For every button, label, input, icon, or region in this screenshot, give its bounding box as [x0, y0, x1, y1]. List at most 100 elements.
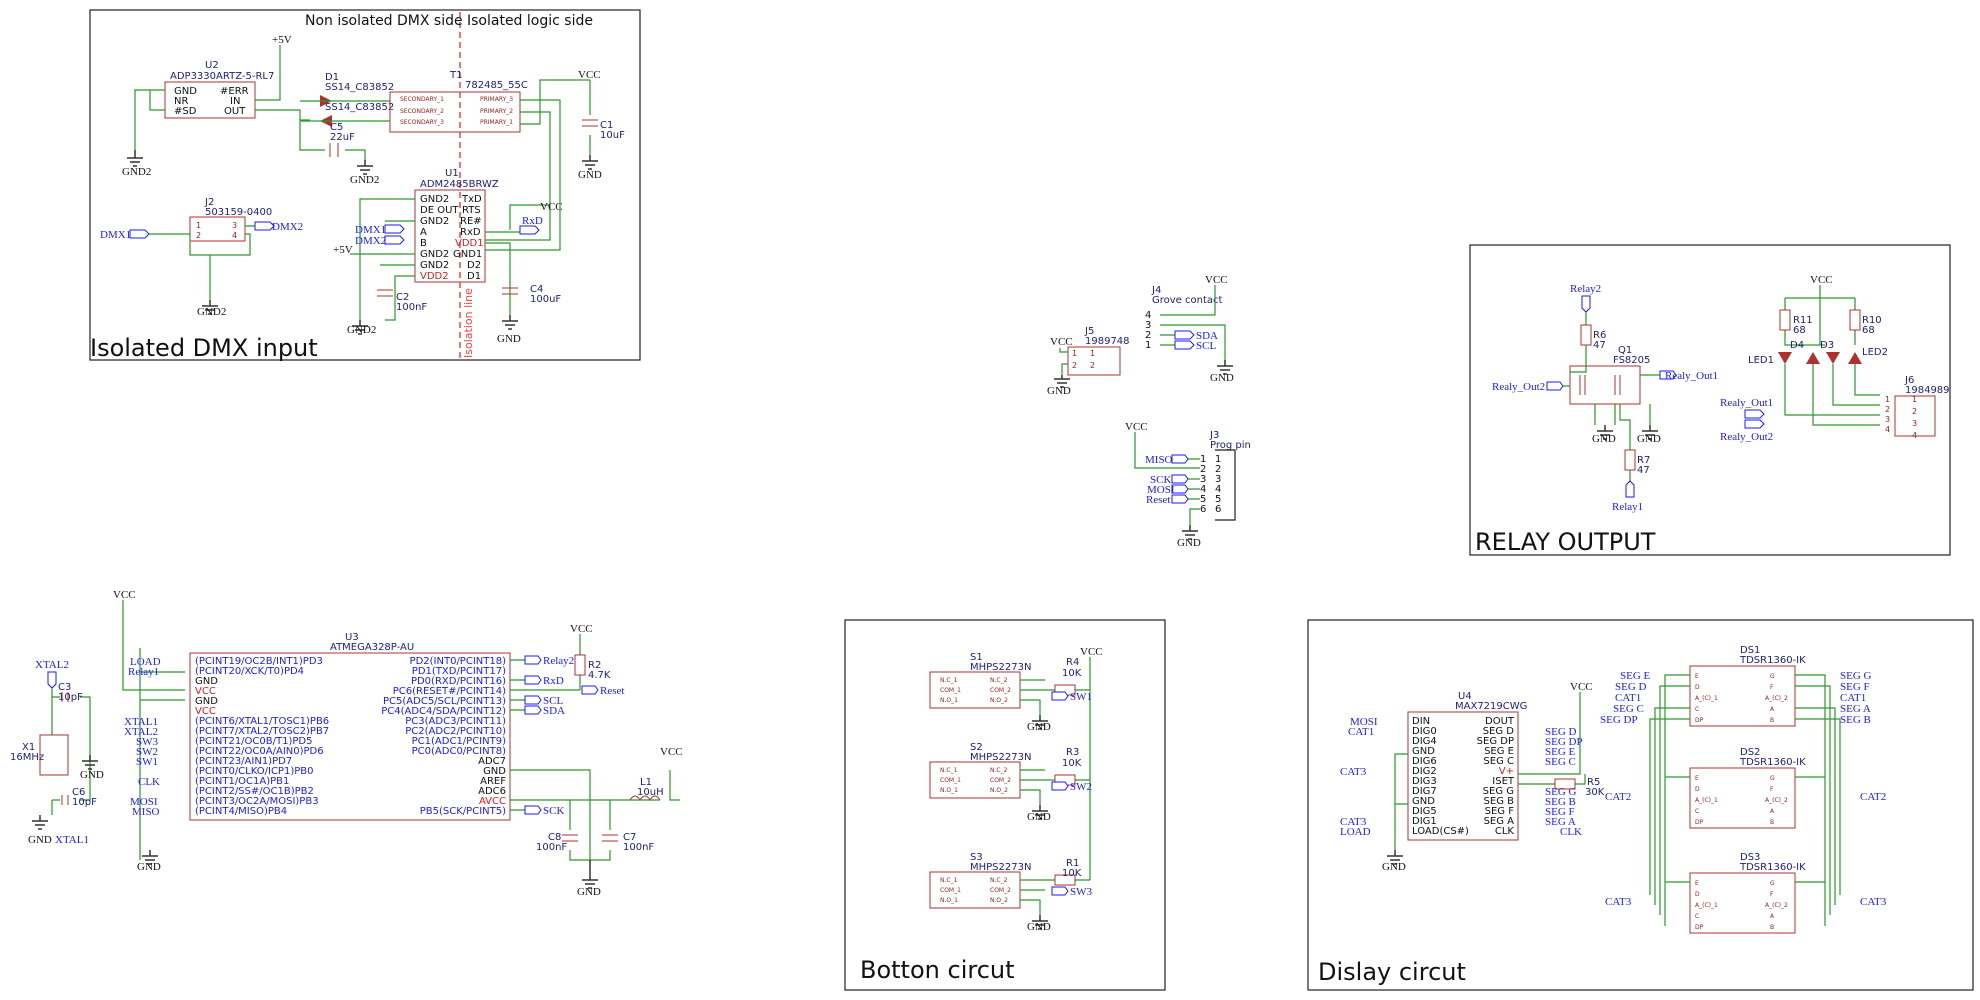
ds1-left-labels: SEG E SEG D CAT1 SEG C SEG DP [1600, 670, 1651, 726]
diode-d3[interactable] [1826, 352, 1840, 364]
transformer-t1[interactable]: T1 782485_55C SECONDARY_1 SECONDARY_2 SE… [389, 70, 528, 133]
relay-out2-label-j6: Realy_Out2 [1720, 431, 1773, 443]
crystal-x1[interactable] [39, 734, 69, 776]
driver-u4[interactable]: U4 MAX7219CWG DIN DIG0 DIG4 GND DIG6 DIG… [1407, 691, 1527, 841]
connector-j3[interactable] [1215, 449, 1236, 521]
s1-pl1: COM_1 [940, 687, 961, 694]
gnd-symbol-q1-a [1597, 425, 1613, 440]
gnd-label-j4: GND [1210, 372, 1234, 384]
display-ds1[interactable]: DS1 TDSR1360-IK E D A_(C)_1 C DP G F A_(… [1689, 645, 1806, 727]
inductor-l1[interactable] [629, 795, 661, 801]
d4-label: D4 [1790, 340, 1804, 351]
u2-5v-label: +5V [272, 34, 292, 46]
cat3-label-ds3-left: CAT3 [1605, 896, 1632, 908]
u4-r2: SEG DP [1477, 736, 1514, 747]
resistor-r10[interactable] [1849, 309, 1861, 331]
load-label-u4: LOAD [1340, 826, 1371, 838]
switch-s3[interactable]: S3 MHPS2273N N.C_1 COM_1 N.O_1 N.C_2 COM… [929, 852, 1031, 909]
sw3-label-mcu: SW3 [136, 736, 159, 748]
relay-out1-flag-q1: Realy_Out1 [1659, 370, 1718, 382]
c8-value: 100nF [536, 842, 567, 853]
ds2-r4: B [1770, 819, 1774, 826]
ds1-r3: A [1770, 706, 1775, 713]
sw2-label-mcu: SW2 [136, 746, 158, 758]
ds3-r4: B [1770, 924, 1774, 931]
u1-r0: TxD [461, 194, 482, 205]
u3-r4: PC5(ADC5/SCL/PCINT13) [383, 696, 506, 707]
u4-l6: DIG3 [1412, 776, 1437, 787]
switch-s2[interactable]: S2 MHPS2273N N.C_1 COM_1 N.O_1 N.C_2 COM… [929, 742, 1031, 799]
vcc-label-buttons: VCC [1080, 646, 1103, 658]
resistor-r11[interactable] [1779, 309, 1791, 331]
svg-text:1: 1 [1090, 349, 1095, 358]
u1-l3: A [420, 227, 427, 238]
u4-r5: V+ [1499, 766, 1514, 777]
q1-ref: Q1 [1618, 345, 1632, 356]
u2-pin-nr: NR [174, 96, 188, 107]
led-led1[interactable] [1778, 352, 1792, 364]
t1-pin-sec2: SECONDARY_2 [400, 108, 444, 115]
u1-r3: RxD [460, 227, 481, 238]
u4-rl5: SEG B [1545, 796, 1576, 808]
s3-pl1: COM_1 [940, 887, 961, 894]
connector-j5[interactable] [1067, 346, 1121, 376]
led-led2[interactable] [1848, 352, 1862, 364]
ds2-l0: E [1695, 775, 1699, 782]
t1-pin-sec1: SECONDARY_1 [400, 96, 444, 103]
u3-l2: GND [195, 676, 218, 687]
resistor-r5[interactable] [1554, 778, 1576, 790]
relay2-label-mcu: Relay2 [543, 655, 574, 667]
r2-value: 4.7K [588, 670, 611, 681]
resistor-r2[interactable] [574, 654, 586, 676]
ds2-r3: A [1770, 808, 1775, 815]
display-ds3[interactable]: DS3 TDSR1360-IK E D A_(C)_1 C DP G F A_(… [1689, 852, 1806, 934]
relay1-label-mcu: Relay1 [128, 666, 159, 678]
connector-j6[interactable] [1894, 395, 1936, 437]
resistor-r1[interactable] [1054, 874, 1076, 886]
gnd-label-c1: GND [578, 169, 602, 181]
gnd-symbol-c4 [502, 315, 518, 330]
u3-r1: PD1(TXD/PCINT17) [412, 666, 506, 677]
gnd2-label-c5: GND2 [350, 174, 379, 186]
u1-left-pins: GND2 DE OUT GND2 A B GND2 GND2 VDD2 [420, 194, 459, 282]
s2-pl2: N.O_1 [940, 787, 958, 794]
relay2-label: Relay2 [1570, 283, 1601, 295]
mosfet-q1[interactable]: Q1 FS8205 [1569, 345, 1650, 405]
u3-l5: VCC [195, 706, 216, 717]
switch-s1[interactable]: S1 MHPS2273N N.C_1 COM_1 N.O_1 N.C_2 COM… [929, 652, 1031, 709]
sck-flag-mcu: SCK [524, 805, 564, 817]
c7-ref: C7 [623, 832, 636, 843]
display-frame [1307, 619, 1974, 991]
reset-label-mcu: Reset [600, 685, 624, 697]
u3-r11: GND [483, 766, 506, 777]
s1-pl0: N.C_1 [940, 677, 958, 684]
ds1-rl4: SEG B [1840, 714, 1871, 726]
u4-l4: DIG6 [1412, 756, 1437, 767]
resistor-r7[interactable] [1624, 449, 1636, 471]
ds1-l4: DP [1695, 717, 1704, 724]
gnd2-symbol-u2 [127, 150, 143, 167]
sw3-flag: SW3 [1051, 886, 1093, 898]
svg-text:1: 1 [196, 221, 201, 230]
mcu-u3[interactable]: U3 ATMEGA328P-AU (PCINT19/OC2B/INT1)PD3 … [189, 632, 511, 821]
relay-out2-label-q1: Realy_Out2 [1492, 381, 1545, 393]
resistor-r6[interactable] [1580, 324, 1592, 346]
s1-value: MHPS2273N [970, 662, 1031, 673]
r1-ref: R1 [1066, 858, 1079, 869]
display-ds2[interactable]: DS2 TDSR1360-IK E D A_(C)_1 C DP G F A_(… [1689, 747, 1806, 829]
u2-regulator[interactable]: U2 ADP3330ARTZ-5-RL7 GND NR #SD #ERR IN … [164, 60, 274, 119]
u1-r6: D2 [467, 260, 481, 271]
svg-text:2: 2 [1215, 464, 1221, 475]
diode-d4[interactable] [1806, 352, 1820, 364]
xtal2-label-xtal: XTAL2 [35, 659, 69, 671]
svg-text:4: 4 [1215, 484, 1221, 495]
mosi-flag-j3: MOSI [1147, 484, 1189, 496]
u4-rl0: SEG D [1545, 726, 1577, 738]
u4-l3: GND [1412, 746, 1435, 757]
u3-l0: (PCINT19/OC2B/INT1)PD3 [195, 656, 323, 667]
u1-transceiver[interactable]: U1 ADM2485BRWZ GND2 DE OUT GND2 A B GND2… [414, 168, 499, 283]
u3-l11: (PCINT0/CLKO/ICP1)PB0 [195, 766, 313, 777]
t1-pin-sec3: SECONDARY_3 [400, 119, 444, 126]
ds1-l2: A_(C)_1 [1695, 695, 1718, 702]
